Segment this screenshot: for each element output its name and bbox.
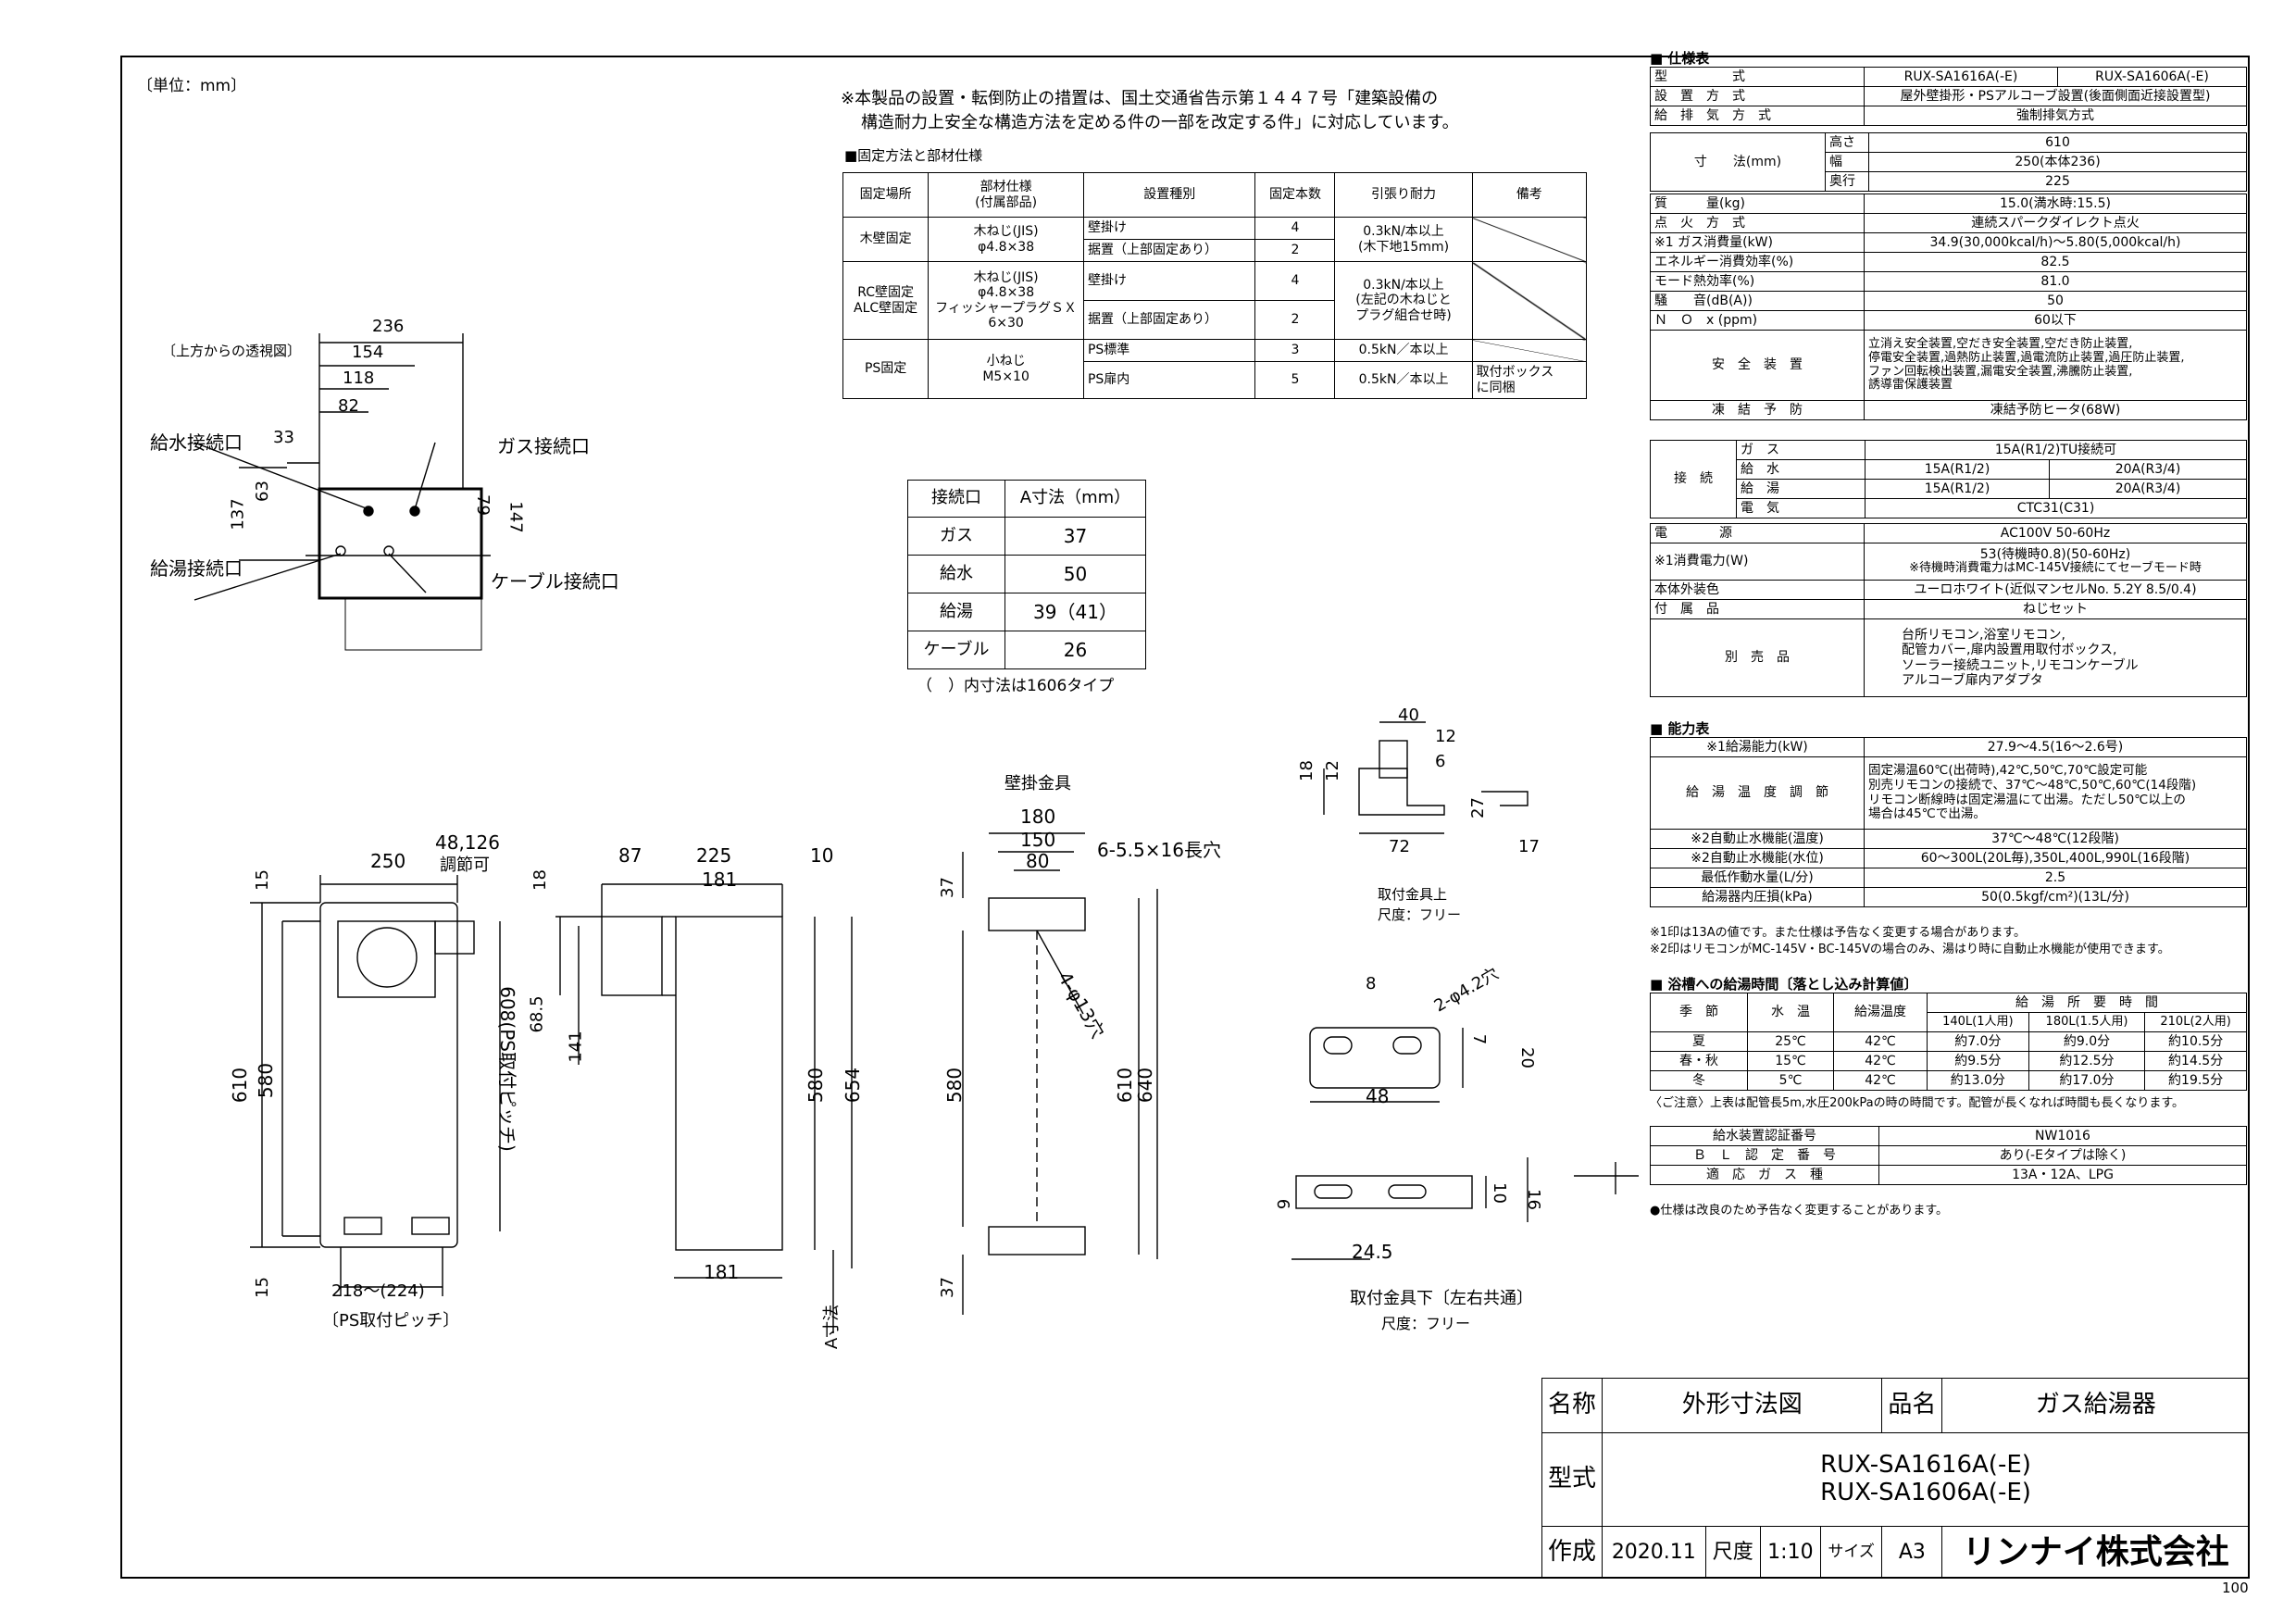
dim-181-bottom: 181 — [704, 1261, 740, 1283]
dim-580-side: 580 — [805, 1067, 828, 1104]
dim-580-bracket: 580 — [943, 1067, 967, 1104]
cert-note: ●仕様は改良のため予告なく変更することがあります。 — [1650, 1204, 1949, 1218]
fixing-table: 固定場所 部材仕様(付属部品) 設置種別 固定本数 引張り耐力 備考 木壁固定 … — [842, 172, 1588, 399]
lower-fitting-drawing — [1292, 1027, 1639, 1260]
dim-137: 137 — [228, 498, 248, 531]
dim-12-b: 12 — [1322, 760, 1342, 781]
dim-80: 80 — [1026, 850, 1050, 872]
adjustable-label: 調節可 — [440, 856, 490, 875]
drawings-svg — [193, 333, 1639, 1333]
slot-hole-label: 6-5.5×16長穴 — [1097, 839, 1221, 861]
dim-15-top: 15 — [252, 869, 272, 891]
ps-pitch-label: 〔PS取付ピッチ〕 — [322, 1311, 460, 1330]
dim-87: 87 — [618, 844, 643, 867]
ability-table: ※1給湯能力(kW)27.9～4.5(16～2.6号) 給 湯 温 度 調 節 … — [1650, 737, 2247, 907]
dim-118: 118 — [343, 369, 375, 388]
dim-147: 147 — [505, 501, 526, 533]
dim-181-top: 181 — [702, 868, 738, 891]
unit-label: 〔単位：mm〕 — [137, 77, 247, 95]
dim-10: 10 — [810, 844, 834, 867]
bath-time-table: 季 節水 温給湯温度給 湯 所 要 時 間 140L(1人用)180L(1.5人… — [1650, 993, 2247, 1091]
wall-bracket-title: 壁掛金具 — [1004, 774, 1071, 793]
dim-48-126: 48,126 — [435, 831, 500, 854]
page-number: 100 — [2222, 1580, 2249, 1596]
title-block: 名称 外形寸法図 品名 ガス給湯器 型式 RUX-SA1616A(-E)RUX-… — [1541, 1378, 2250, 1579]
dim-654: 654 — [842, 1067, 865, 1104]
dim-72: 72 — [1389, 837, 1410, 856]
dim-8: 8 — [1366, 974, 1377, 993]
dim-150: 150 — [1020, 829, 1056, 851]
dim-20: 20 — [1516, 1047, 1537, 1068]
top-view-label: 〔上方からの透視図〕 — [162, 343, 302, 359]
dim-27: 27 — [1467, 797, 1488, 818]
dim-18: 18 — [530, 869, 550, 891]
dim-7: 7 — [1469, 1033, 1490, 1045]
dim-640: 640 — [1134, 1067, 1157, 1104]
conn-table-note: （ ）内寸法は1606タイプ — [917, 677, 1115, 695]
dim-218-224: 218～(224) — [331, 1281, 425, 1301]
upper-fitting-scale: 尺度：フリー — [1378, 906, 1462, 923]
dim-180: 180 — [1020, 806, 1056, 828]
cable-outlet-label: ケーブル接続口 — [491, 570, 619, 593]
ability-note-1: ※1印は13Aの値です。また仕様は予告なく変更する場合があります。 — [1650, 926, 2026, 940]
dim-225: 225 — [696, 844, 732, 867]
dim-250: 250 — [370, 850, 406, 872]
ability-note-2: ※2印はリモコンがMC-145V・BC-145Vの場合のみ、湯はり時に自動止水機… — [1650, 943, 2170, 956]
front-view-drawing — [250, 875, 501, 1296]
dim-37-top: 37 — [937, 877, 957, 898]
fix-title: ■固定方法と部材仕様 — [844, 147, 983, 164]
dim-236: 236 — [372, 317, 405, 336]
dim-82: 82 — [338, 396, 359, 416]
dim-141: 141 — [566, 1031, 586, 1063]
dim-40: 40 — [1398, 706, 1419, 725]
dim-37-bottom: 37 — [937, 1277, 957, 1298]
spec-main-table: 質 量(kg)15.0(満水時:15.5) 点 火 方 式連続スパークダイレクト… — [1650, 194, 2247, 420]
fix-h-place: 固定場所 — [842, 172, 930, 218]
dim-18-fit: 18 — [1296, 760, 1316, 781]
dim-33: 33 — [273, 428, 294, 447]
gas-inlet-label: ガス接続口 — [497, 435, 590, 457]
dim-16: 16 — [1523, 1189, 1543, 1210]
drawing-frame — [120, 56, 2250, 1579]
lower-fitting-scale: 尺度：フリー — [1381, 1315, 1471, 1332]
bath-title: ■ 浴槽への給湯時間〔落とし込み計算値〕 — [1650, 976, 1918, 993]
ability-title: ■ 能力表 — [1650, 720, 1710, 737]
side-view-drawing — [555, 883, 853, 1333]
upper-fitting-caption: 取付金具上 — [1378, 886, 1448, 903]
dim-24-5: 24.5 — [1352, 1241, 1393, 1263]
a-dimension-label: A寸法 — [822, 1304, 842, 1350]
wall-bracket-drawing — [962, 832, 1158, 1315]
dim-68-5: 68.5 — [527, 995, 547, 1033]
dim-79: 79 — [472, 494, 493, 516]
dim-608-ps-pitch: 608(PS取付ピッチ) — [495, 986, 518, 1152]
dim-6-fit: 6 — [1273, 1198, 1293, 1210]
bath-note: 〈ご注意〉上表は配管長5m,水圧200kPaの時の時間です。配管が長くなれば時間… — [1650, 1096, 2185, 1110]
dim-63: 63 — [252, 481, 272, 502]
lower-fitting-caption: 取付金具下〔左右共通〕 — [1350, 1289, 1533, 1308]
dim-610: 610 — [229, 1067, 252, 1104]
water-inlet-label: 給水接続口 — [150, 431, 243, 454]
spec-title: ■ 仕様表 — [1650, 50, 1710, 67]
dim-12-a: 12 — [1435, 727, 1456, 746]
install-note-line1: ※本製品の設置・転倒防止の措置は、国土交通省告示第１４４７号「建築設備の — [841, 89, 1439, 108]
dim-154: 154 — [352, 343, 384, 362]
upper-fitting-drawing — [1323, 721, 1529, 834]
dim-15-bottom: 15 — [252, 1277, 272, 1298]
dim-610-bracket: 610 — [1114, 1067, 1137, 1104]
dim-17: 17 — [1518, 837, 1540, 856]
install-note-line2: 構造耐力上安全な構造方法を定める件の一部を改定する件」に対応しています。 — [861, 113, 1459, 132]
top-view-drawing — [193, 333, 491, 651]
dim-6: 6 — [1435, 752, 1446, 771]
dim-10-fit: 10 — [1489, 1182, 1509, 1204]
hot-water-outlet-label: 給湯接続口 — [150, 557, 243, 580]
dim-580: 580 — [255, 1062, 278, 1099]
dim-48-fit: 48 — [1366, 1085, 1390, 1107]
